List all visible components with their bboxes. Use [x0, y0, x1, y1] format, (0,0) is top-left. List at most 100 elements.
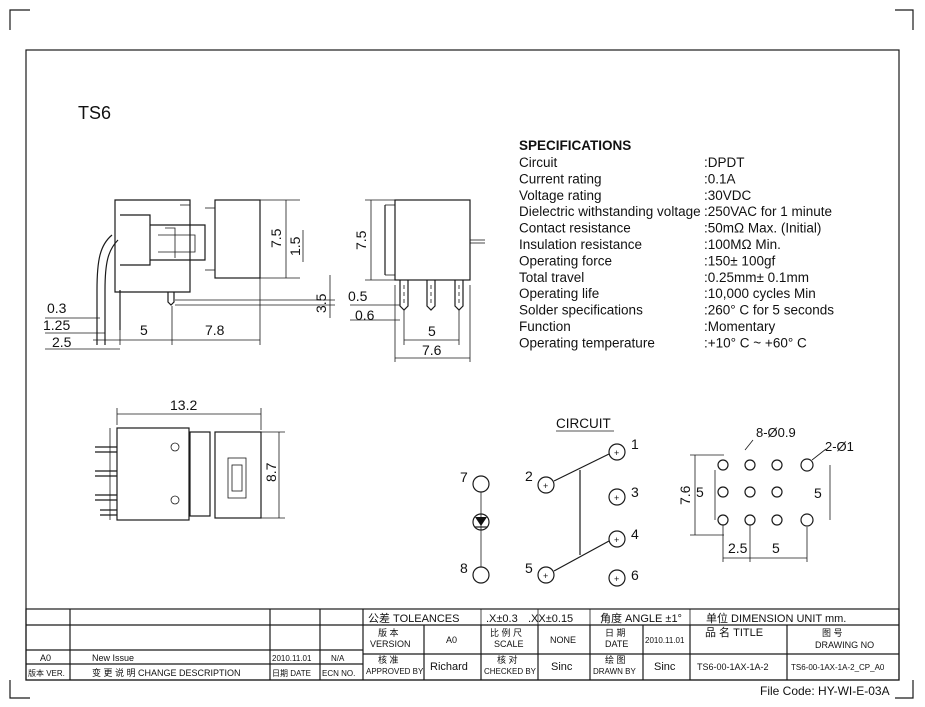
- terminal-2: + 2: [525, 468, 555, 494]
- dim-side-1-25: 1.25: [43, 317, 70, 333]
- tb-scale-val: NONE: [550, 635, 576, 645]
- dim-top-13-2: 13.2: [170, 397, 197, 413]
- tb-tol-x: .X±0.3: [486, 613, 518, 625]
- dim-pcb-5-right: 5: [814, 485, 822, 501]
- pcb-hole: [717, 514, 729, 526]
- pcb-hole: [744, 459, 756, 471]
- terminal-8: 8: [460, 560, 490, 584]
- title-block: 公差 TOLEANCES .X±0.3 .XX±0.15 角度 ANGLE ±1…: [25, 608, 900, 681]
- dim-side-3-5: 3.5: [313, 293, 329, 313]
- dim-front-7-6: 7.6: [422, 342, 442, 358]
- circuit-title: CIRCUIT: [556, 416, 611, 431]
- tb-scale-en: SCALE: [494, 639, 524, 649]
- tb-scale-cn: 比 例 尺: [490, 627, 522, 638]
- dim-side-1-5: 1.5: [287, 236, 303, 256]
- terminal-6: + 6: [608, 567, 639, 587]
- dim-side-5: 5: [140, 322, 148, 338]
- side-view: 7.5 1.5 3.5 5 7.8 0.3 1.25 2.5: [43, 199, 335, 350]
- svg-text:+: +: [614, 493, 619, 503]
- pcb-hole: [771, 486, 783, 498]
- pcb-hole: [717, 486, 729, 498]
- dim-front-5: 5: [428, 323, 436, 339]
- spec-value: :Momentary: [704, 319, 776, 334]
- pcb-layout: 8-Ø0.9 2-Ø1 7.6 5 5 2.5 5: [677, 425, 854, 562]
- front-view: 7.5 0.5 0.6 5 7.6: [348, 199, 485, 362]
- dim-pcb-2-holes: 2-Ø1: [825, 439, 854, 454]
- spec-label: Operating force: [519, 253, 612, 268]
- tb-date-cn: 日 期: [605, 628, 626, 638]
- terminal-1: + 1: [608, 436, 639, 461]
- tb-approved-val: Richard: [430, 661, 468, 673]
- svg-text:+: +: [614, 448, 619, 458]
- terminal-3: + 3: [608, 484, 639, 506]
- tb-tol-angle: 角度 ANGLE ±1°: [600, 611, 682, 625]
- tb-drawn-cn: 绘 图: [605, 654, 626, 665]
- hdr-desc: 变 更 说 明 CHANGE DESCRIPTION: [92, 667, 241, 678]
- hdr-ecn: ECN NO.: [322, 669, 355, 678]
- dim-side-2-5: 2.5: [52, 334, 72, 350]
- tb-checked-val: Sinc: [551, 661, 573, 673]
- tb-drawn-en: DRAWN BY: [593, 667, 636, 676]
- tb-date-en: DATE: [605, 639, 628, 649]
- svg-text:+: +: [543, 571, 548, 581]
- svg-text:7: 7: [460, 469, 468, 485]
- terminal-5: + 5: [525, 560, 555, 584]
- pcb-hole: [744, 486, 756, 498]
- dim-top-8-7: 8.7: [263, 462, 279, 482]
- tb-name-title: 品 名 TITLE: [705, 625, 763, 639]
- tb-unit: 单位 DIMENSION UNIT mm.: [706, 611, 846, 625]
- svg-text:+: +: [614, 535, 619, 545]
- spec-value: :30VDC: [704, 188, 752, 203]
- spec-value: :50mΩ Max. (Initial): [704, 221, 821, 236]
- dim-pcb-7-6: 7.6: [677, 485, 693, 505]
- rev-date: 2010.11.01: [272, 654, 312, 663]
- spec-value: :10,000 cycles Min: [704, 286, 816, 301]
- tb-drawn-val: Sinc: [654, 661, 676, 673]
- svg-text:4: 4: [631, 526, 639, 542]
- svg-text:1: 1: [631, 436, 639, 452]
- svg-text:8: 8: [460, 560, 468, 576]
- spec-heading: SPECIFICATIONS: [519, 138, 631, 153]
- dim-front-0-6: 0.6: [355, 307, 375, 323]
- dim-pcb-5-left: 5: [696, 484, 704, 500]
- top-view: 13.2 8.7: [95, 397, 285, 521]
- tb-version-cn: 版 本: [378, 627, 399, 638]
- pcb-hole: [771, 459, 783, 471]
- spec-value: :0.25mm± 0.1mm: [704, 270, 809, 285]
- svg-text:2: 2: [525, 468, 533, 484]
- hdr-ver: 版本 VER.: [28, 668, 65, 678]
- spec-value: :0.1A: [704, 171, 736, 186]
- pcb-hole: [744, 514, 756, 526]
- svg-text:+: +: [543, 481, 548, 491]
- svg-text:6: 6: [631, 567, 639, 583]
- spec-label: Dielectric withstanding voltage: [519, 204, 701, 219]
- tb-approved-en: APPROVED BY: [366, 667, 424, 676]
- tb-checked-en: CHECKED BY: [484, 667, 537, 676]
- dim-pcb-5-bottom: 5: [772, 540, 780, 556]
- spec-value: :150± 100gf: [704, 253, 775, 268]
- hdr-date: 日期 DATE: [272, 669, 311, 678]
- dim-side-0-3: 0.3: [47, 300, 67, 316]
- spec-value: :100MΩ Min.: [704, 237, 781, 252]
- spec-value: :DPDT: [704, 155, 745, 170]
- dim-pcb-2-5: 2.5: [728, 540, 748, 556]
- spec-label: Operating temperature: [519, 335, 655, 350]
- spec-label: Contact resistance: [519, 221, 631, 236]
- spec-value: :+10° C ~ +60° C: [704, 335, 807, 350]
- corner-marks: [9, 9, 914, 699]
- dim-front-0-5: 0.5: [348, 288, 368, 304]
- dim-pcb-8-holes: 8-Ø0.9: [756, 425, 796, 440]
- spec-label: Current rating: [519, 171, 602, 186]
- spec-label: Solder specifications: [519, 303, 643, 318]
- dim-side-7-8: 7.8: [205, 322, 225, 338]
- spec-label: Total travel: [519, 270, 584, 285]
- rev-desc: New Issue: [92, 653, 134, 663]
- spec-label: Voltage rating: [519, 188, 602, 203]
- pcb-hole: [717, 459, 729, 471]
- drawing-frame: [25, 49, 900, 681]
- part-title: TS6: [78, 103, 111, 123]
- spec-label: Circuit: [519, 155, 558, 170]
- tb-tolerances: 公差 TOLEANCES: [368, 611, 460, 625]
- spec-label: Function: [519, 319, 571, 334]
